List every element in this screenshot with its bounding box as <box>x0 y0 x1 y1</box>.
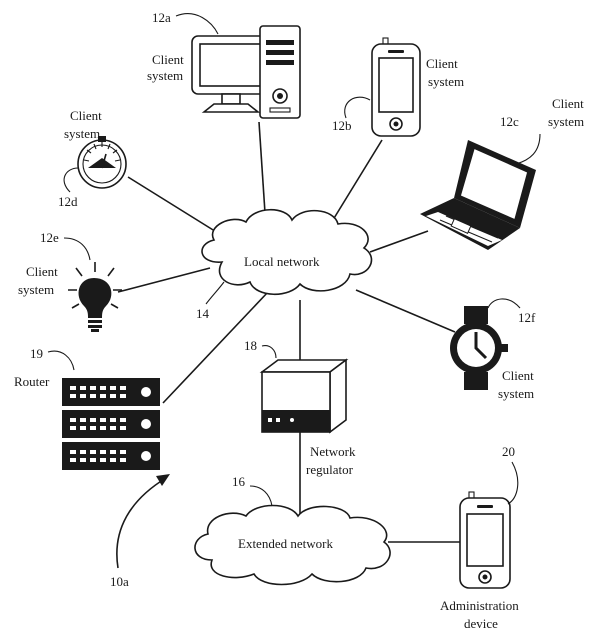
gauge-label-line1: Client <box>70 108 102 123</box>
link-router <box>162 291 269 404</box>
desktop-ref-leader <box>175 13 219 35</box>
extended-network-ref: 16 <box>232 474 246 489</box>
router-rack-icon <box>62 378 160 470</box>
local-network-cloud: Local network <box>201 209 373 295</box>
link-watch <box>355 289 456 333</box>
watch-ref-leader <box>487 298 521 309</box>
laptop-label-line1: Client <box>552 96 584 111</box>
link-gauge <box>127 176 227 239</box>
laptop-ref: 12c <box>500 114 519 129</box>
phone-label-line1: Client <box>426 56 458 71</box>
gauge-label-line2: system <box>64 126 100 141</box>
extended-network-cloud: Extended network <box>194 504 391 586</box>
laptop-icon <box>420 140 536 250</box>
wristwatch-icon <box>450 306 508 390</box>
network-regulator-box-icon <box>259 358 349 434</box>
watch-ref: 12f <box>518 310 536 325</box>
link-phone <box>327 139 383 229</box>
local-network-label: Local network <box>244 254 320 269</box>
desktop-computer-icon <box>191 25 301 119</box>
gauge-ref-leader <box>63 167 79 193</box>
mobile-phone-icon <box>459 491 511 589</box>
bulb-ref: 12e <box>40 230 59 245</box>
watch-label-line2: system <box>498 386 534 401</box>
admin-label-line2: device <box>464 616 498 631</box>
light-bulb-icon <box>68 262 122 332</box>
laptop-label-line2: system <box>548 114 584 129</box>
regulator-ref-leader <box>261 345 277 359</box>
admin-ref: 20 <box>502 444 515 459</box>
regulator-label-line1: Network <box>310 444 356 459</box>
mobile-phone-icon <box>371 37 421 137</box>
bulb-label-line1: Client <box>26 264 58 279</box>
desktop-label-line1: Client <box>152 52 184 67</box>
system-ref: 10a <box>110 574 129 589</box>
admin-ref-leader <box>507 461 519 505</box>
router-ref-leader <box>47 350 75 371</box>
watch-label-line1: Client <box>502 368 534 383</box>
local-network-ref-leader <box>205 281 225 305</box>
link-bulb <box>117 267 211 293</box>
system-ref-arrow <box>116 477 167 569</box>
admin-label-line1: Administration <box>440 598 519 613</box>
phone-ref: 12b <box>332 118 352 133</box>
extended-network-ref-leader <box>249 485 273 507</box>
regulator-ref: 18 <box>244 338 257 353</box>
bulb-ref-leader <box>63 237 91 261</box>
bulb-label-line2: system <box>18 282 54 297</box>
extended-network-label: Extended network <box>238 536 333 551</box>
router-ref: 19 <box>30 346 43 361</box>
laptop-ref-leader <box>515 133 541 165</box>
connection-lines <box>117 121 462 543</box>
desktop-ref: 12a <box>152 10 171 25</box>
gauge-ref: 12d <box>58 194 78 209</box>
link-laptop <box>369 230 429 253</box>
phone-ref-leader <box>344 96 371 119</box>
system-ref-arrowhead <box>156 474 170 486</box>
regulator-label-line2: regulator <box>306 462 354 477</box>
gauge-icon <box>77 136 127 189</box>
local-network-ref: 14 <box>196 306 210 321</box>
desktop-label-line2: system <box>147 68 183 83</box>
router-label: Router <box>14 374 50 389</box>
phone-label-line2: system <box>428 74 464 89</box>
